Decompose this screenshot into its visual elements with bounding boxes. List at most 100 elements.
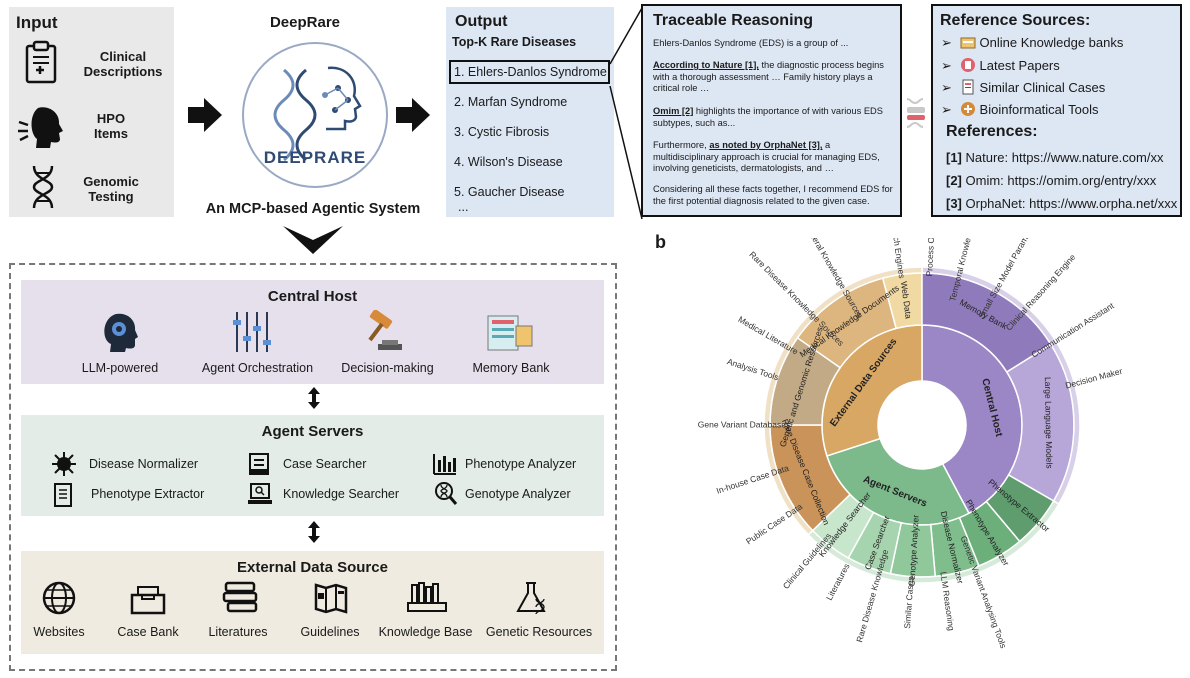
- reasoning-paragraph: Ehlers-Danlos Syndrome (EDS) is a group …: [653, 38, 849, 48]
- bar-chart-icon: [433, 454, 456, 475]
- output-subtitle: Top-K Rare Diseases: [452, 35, 577, 49]
- external-panel: [21, 551, 604, 654]
- disease-ellipsis: ...: [458, 200, 469, 214]
- bidirectional-arrow-icon: [308, 521, 320, 543]
- disease-item: 5. Gaucher Disease: [454, 185, 565, 199]
- dna-icon: [32, 165, 54, 209]
- clinical-case-icon: [962, 79, 974, 95]
- link-icon: [906, 98, 925, 128]
- reasoning-panel: [641, 4, 902, 217]
- sunburst-outer-label: Gene Variant Databases: [698, 419, 790, 429]
- central-host-item: Decision-making: [341, 361, 434, 375]
- agent-server-item: Phenotype Extractor: [91, 487, 205, 501]
- reasoning-paragraph: Furthermore, as noted by OrphaNet [3], a…: [653, 140, 880, 173]
- top-disease-highlight: [449, 60, 610, 84]
- agent-server-item: Disease Normalizer: [89, 457, 199, 471]
- dna-magnifier-icon: [435, 482, 458, 505]
- arrow-right-icon: [188, 98, 222, 132]
- central-host-title: Central Host: [267, 288, 358, 305]
- bidirectional-arrow-icon: [308, 387, 320, 409]
- source-item: ➢ Latest Papers: [941, 58, 1060, 73]
- source-item: ➢ Online Knowledge banks: [941, 35, 1124, 50]
- globe-icon: [42, 581, 76, 615]
- reference-entry: [2] Omim: https://omim.org/entry/xxx: [946, 173, 1157, 188]
- sunburst-outer-label: Medical Literature: [736, 314, 800, 357]
- books-icon: [222, 581, 258, 613]
- architecture-frame: [9, 263, 617, 671]
- arrow-right-icon: [396, 98, 430, 132]
- sunburst-outer-label: Similar Cases: [902, 576, 916, 629]
- reasoning-paragraph: Considering all these facts together, I …: [653, 184, 893, 206]
- arrowhead-icon: ➢: [941, 80, 952, 95]
- source-item: ➢ Bioinformatical Tools: [941, 102, 1099, 117]
- sources-title: Reference Sources:: [940, 12, 1091, 29]
- central-host-item: Agent Orchestration: [201, 361, 314, 375]
- agent-server-item: Knowledge Searcher: [283, 487, 400, 501]
- external-item: Knowledge Base: [378, 625, 473, 639]
- sunburst-outer-label: Decision Maker: [1064, 366, 1123, 391]
- arrowhead-icon: ➢: [941, 102, 952, 117]
- case-box-icon: [130, 586, 166, 615]
- brain-gear-icon: [104, 313, 138, 352]
- deeprare-logo-text: DEEPRARE: [263, 148, 367, 167]
- clipboard-icon: [25, 40, 57, 84]
- sliders-icon: [233, 312, 271, 352]
- connector-lines: [609, 7, 643, 220]
- case-tray-icon: [249, 453, 269, 475]
- document-icon: [54, 483, 72, 507]
- gavel-icon: [368, 310, 402, 350]
- disease-item: 2. Marfan Syndrome: [454, 95, 568, 109]
- reference-entry: [3] OrphaNet: https://www.orpha.net/xxx: [946, 196, 1178, 211]
- sunburst-middle-label: Large Language Models: [1043, 377, 1055, 469]
- agent-servers-title: Agent Servers: [261, 423, 364, 440]
- sunburst-outer-label: Analysis Tools: [726, 356, 780, 382]
- sunburst-outer-label: Clinical Guidelines: [781, 531, 834, 591]
- deeprare-logo: [242, 42, 388, 188]
- bio-tools-icon: [960, 102, 975, 116]
- arrowhead-icon: ➢: [941, 58, 952, 73]
- central-host-item: Memory Bank: [472, 361, 550, 375]
- agent-server-item: Genotype Analyzer: [465, 487, 571, 501]
- agent-server-item: Phenotype Analyzer: [465, 457, 577, 471]
- output-panel: [446, 7, 614, 217]
- sunburst-outer-label: Literatures: [824, 562, 852, 602]
- head-speaking-icon: [18, 107, 63, 148]
- guidelines-icon: [314, 583, 348, 614]
- disease-item: 3. Cystic Fibrosis: [454, 125, 550, 139]
- external-item: Guidelines: [300, 625, 360, 639]
- output-title: Output: [455, 13, 508, 30]
- sunburst-middle-label: Web Data: [899, 281, 914, 320]
- sunburst-middle-label: Genotype Analyzer: [906, 514, 920, 586]
- arrowhead-icon: ➢: [941, 35, 952, 50]
- reasoning-paragraph: Omim [2] highlights the importance of wi…: [653, 106, 883, 128]
- reasoning-title: Traceable Reasoning: [653, 12, 814, 29]
- disease-item: 4. Wilson's Disease: [454, 155, 563, 169]
- agent-servers-panel: [21, 415, 604, 516]
- sunburst-outer-band: [763, 266, 923, 536]
- library-icon: [407, 582, 447, 612]
- external-item: Literatures: [208, 625, 268, 639]
- disease-item: 1. Ehlers-Danlos Syndrome: [454, 65, 607, 79]
- memory-bank-icon: [487, 315, 533, 351]
- laptop-search-icon: [248, 483, 272, 504]
- external-item: Genetic Resources: [485, 625, 593, 639]
- reference-entry: [1] Nature: https://www.nature.com/xx: [946, 150, 1164, 165]
- external-title: External Data Source: [237, 559, 388, 576]
- deeprare-subtitle: An MCP-based Agentic System: [205, 201, 421, 217]
- flask-dna-icon: [516, 582, 546, 615]
- knowledge-bank-icon: [960, 37, 976, 49]
- input-title: Input: [16, 13, 58, 32]
- reasoning-paragraph: According to Nature [1], the diagnostic …: [653, 60, 884, 93]
- references-title: References:: [946, 123, 1038, 140]
- virus-icon: [52, 452, 76, 476]
- deeprare-title: DeepRare: [269, 14, 341, 31]
- panel-b-label: b: [655, 232, 666, 252]
- external-item: Websites: [33, 625, 85, 639]
- agent-server-item: Case Searcher: [283, 457, 367, 471]
- sunburst-outer-label: Public Case Data: [744, 501, 804, 546]
- chevron-down-icon: [283, 226, 343, 254]
